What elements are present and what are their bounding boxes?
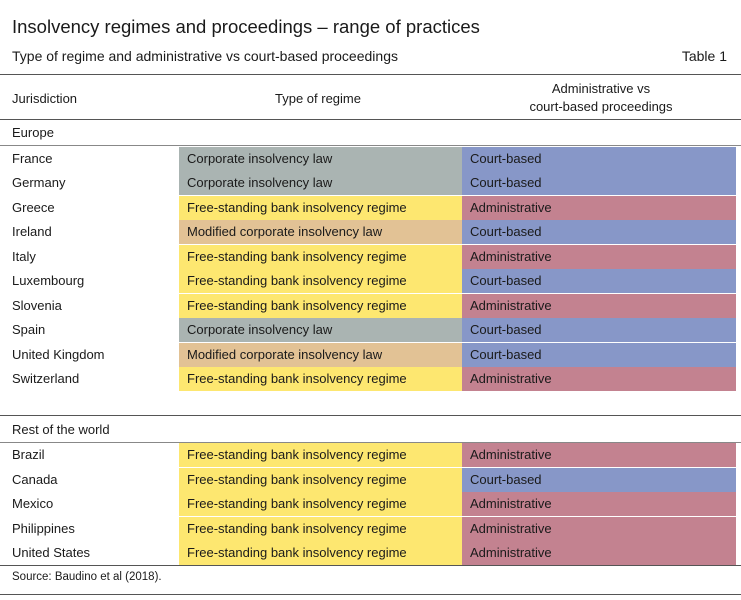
cell-jurisdiction: Germany [12,175,66,191]
cell-jurisdiction: Ireland [12,224,52,240]
rule-bottom [0,565,741,566]
cell-proceedings: Administrative [462,443,736,467]
cell-type-of-regime: Corporate insolvency law [179,146,462,171]
section-rest-label: Rest of the world [12,422,110,437]
cell-proceedings: Administrative [462,195,736,220]
header-proceedings-line2: court-based proceedings [529,99,673,114]
header-proceedings: Administrative vs court-based proceeding… [462,80,740,116]
table-row: Luxembourg Free-standing bank insolvency … [0,269,741,294]
header-proceedings-line1: Administrative vs [551,81,651,96]
cell-proceedings: Court-based [462,171,736,196]
cell-jurisdiction: France [12,150,53,166]
cell-type-of-regime: Free-standing bank insolvency regime [179,367,462,392]
cell-type-of-regime: Free-standing bank insolvency regime [179,492,462,516]
table-row: Mexico Free-standing bank insolvency regi… [0,492,741,516]
cell-proceedings: Administrative [462,541,736,565]
table-row: United Kingdom Modified corporate insolve… [0,342,741,367]
cell-jurisdiction: United Kingdom [12,346,105,362]
header-type-of-regime: Type of regime [275,91,361,106]
cell-proceedings: Court-based [462,269,736,294]
rule-header [0,119,741,120]
cell-proceedings: Administrative [462,516,736,541]
cell-jurisdiction: Greece [12,199,55,215]
table-row: Switzerland Free-standing bank insolvency… [0,367,741,392]
rule-final [0,594,741,595]
cell-type-of-regime: Free-standing bank insolvency regime [179,467,462,492]
cell-proceedings: Court-based [462,467,736,492]
table-title: Insolvency regimes and proceedings – ran… [12,16,480,37]
header-jurisdiction: Jurisdiction [12,91,78,106]
cell-jurisdiction: Luxembourg [12,273,85,289]
cell-type-of-regime: Free-standing bank insolvency regime [179,269,462,294]
cell-type-of-regime: Corporate insolvency law [179,171,462,196]
table-subtitle: Type of regime and administrative vs cou… [12,48,398,64]
cell-proceedings: Court-based [462,146,736,171]
cell-type-of-regime: Free-standing bank insolvency regime [179,516,462,541]
cell-proceedings: Administrative [462,293,736,318]
cell-proceedings: Administrative [462,244,736,269]
rule-rest [0,442,741,443]
cell-proceedings: Court-based [462,220,736,245]
cell-jurisdiction: Switzerland [12,371,80,387]
table-number: Table 1 [681,48,727,64]
cell-jurisdiction: Spain [12,322,46,338]
cell-jurisdiction: Slovenia [12,297,62,313]
table-row: Italy Free-standing bank insolvency regim… [0,244,741,269]
rule-europe [0,145,741,146]
cell-proceedings: Court-based [462,318,736,343]
source-note: Source: Baudino et al (2018). [12,571,162,583]
cell-proceedings: Court-based [462,342,736,367]
cell-jurisdiction: Brazil [12,447,45,462]
table-row: Philippines Free-standing bank insolvency… [0,516,741,541]
cell-type-of-regime: Corporate insolvency law [179,318,462,343]
cell-type-of-regime: Modified corporate insolvency law [179,342,462,367]
cell-type-of-regime: Modified corporate insolvency law [179,220,462,245]
cell-type-of-regime: Free-standing bank insolvency regime [179,541,462,565]
cell-type-of-regime: Free-standing bank insolvency regime [179,293,462,318]
rule-section-break [0,415,741,416]
table-row: Slovenia Free-standing bank insolvency re… [0,293,741,318]
table-row: Brazil Free-standing bank insolvency regi… [0,443,741,467]
table-row: Greece Free-standing bank insolvency regi… [0,195,741,220]
table-row: United States Free-standing bank insolven… [0,541,741,565]
table-row: Ireland Modified corporate insolvency law… [0,220,741,245]
cell-proceedings: Administrative [462,367,736,392]
cell-jurisdiction: Philippines [12,520,75,536]
cell-jurisdiction: Canada [12,471,58,487]
table-row: Canada Free-standing bank insolvency regi… [0,467,741,492]
section-europe-label: Europe [12,125,54,140]
cell-jurisdiction: United States [12,545,91,560]
cell-type-of-regime: Free-standing bank insolvency regime [179,443,462,467]
rule-top [0,74,741,75]
cell-jurisdiction: Italy [12,248,36,264]
cell-type-of-regime: Free-standing bank insolvency regime [179,244,462,269]
cell-proceedings: Administrative [462,492,736,516]
cell-jurisdiction: Mexico [12,496,54,511]
cell-type-of-regime: Free-standing bank insolvency regime [179,195,462,220]
